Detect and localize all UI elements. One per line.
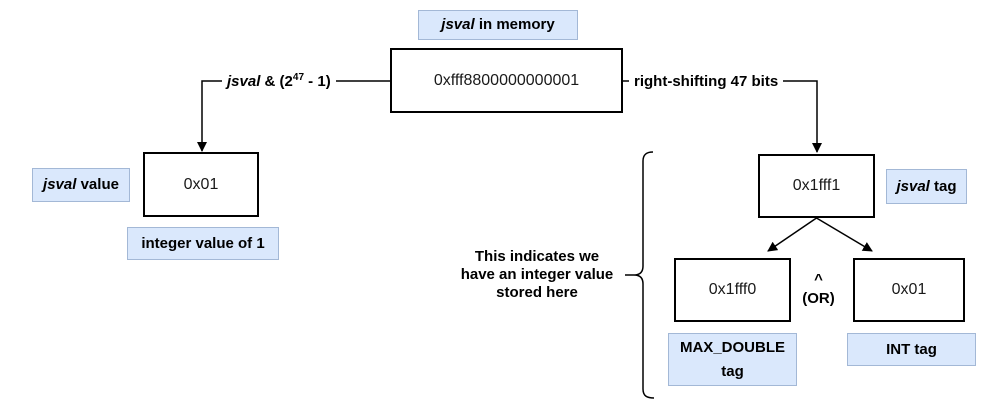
int-box: 0x01 — [853, 258, 965, 322]
curly-brace — [633, 151, 655, 399]
title-label-text: jsval in memory — [441, 13, 554, 37]
value-label: jsval value — [32, 168, 130, 202]
left-connector-mid: & (2 — [260, 72, 293, 90]
left-connector-label: jsval & (247 - 1) — [222, 68, 336, 94]
tag-label-italic: jsval — [896, 177, 930, 195]
value-box: 0x01 — [143, 152, 259, 217]
left-connector-italic: jsval — [227, 72, 261, 90]
tag-label-rest: tag — [929, 177, 957, 195]
value-label-text: jsval value — [43, 173, 119, 197]
indicator-line-1: This indicates we — [474, 248, 600, 265]
integer-value-label: integer value of 1 — [127, 227, 279, 260]
indicator-line-2: have an integer value — [460, 266, 614, 283]
max-double-box: 0x1fff0 — [674, 258, 791, 322]
value-label-rest: value — [76, 176, 119, 193]
tag-label: jsval tag — [886, 169, 967, 204]
max-double-box-value: 0x1fff0 — [708, 281, 757, 298]
tag-box-value: 0x1fff1 — [792, 177, 841, 194]
left-connector-sup: 47 — [292, 71, 305, 83]
tag-box: 0x1fff1 — [758, 154, 875, 218]
tag-label-text: jsval tag — [896, 175, 956, 199]
indicator-text: This indicates we have an integer value … — [444, 248, 630, 302]
max-double-tag-line1: MAX_DOUBLE — [679, 338, 785, 356]
right-connector-label: right-shifting 47 bits — [629, 68, 784, 94]
value-label-italic: jsval — [43, 176, 77, 193]
int-box-value: 0x01 — [891, 281, 927, 298]
tag-split-right-arrow — [816, 217, 873, 252]
xor-operator: ^ (OR) — [791, 270, 846, 308]
right-connector-text: right-shifting 47 bits — [634, 72, 779, 90]
integer-value-label-text: integer value of 1 — [141, 234, 265, 252]
indicator-line-3: stored here — [496, 284, 578, 301]
xor-caret: ^ — [814, 271, 823, 288]
title-label: jsval in memory — [418, 10, 578, 40]
xor-or: (OR) — [802, 290, 835, 307]
tag-split-left-arrow — [767, 217, 817, 252]
title-rest: in memory — [474, 16, 555, 33]
left-connector-tail: - 1) — [304, 72, 331, 90]
int-tag-label: INT tag — [847, 333, 976, 366]
title-italic: jsval — [441, 16, 475, 33]
max-double-tag-line2: tag — [721, 362, 744, 380]
left-connector-text: jsval & (247 - 1) — [227, 71, 331, 90]
max-double-tag-label: MAX_DOUBLE tag — [668, 333, 797, 386]
int-tag-label-text: INT tag — [886, 340, 937, 358]
value-box-value: 0x01 — [183, 175, 219, 193]
memory-box-value: 0xfff8800000000001 — [433, 71, 580, 89]
memory-box: 0xfff8800000000001 — [390, 48, 623, 113]
